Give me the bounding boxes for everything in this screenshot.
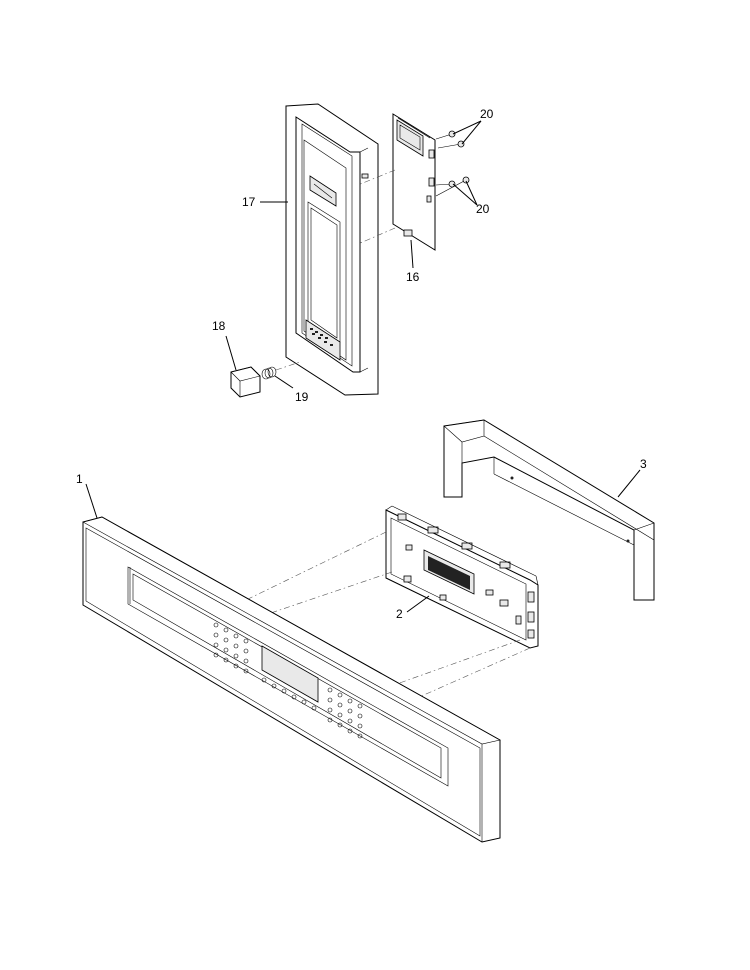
part-3-trim-bracket	[443, 419, 655, 601]
part-17-door-panel	[285, 103, 379, 396]
callout-18: 18	[212, 319, 226, 333]
callout-3: 3	[640, 457, 647, 471]
callout-19: 19	[295, 390, 309, 404]
callout-1: 1	[76, 472, 83, 486]
part-20-screws	[435, 130, 470, 197]
callout-17: 17	[242, 195, 256, 209]
callout-16: 16	[406, 270, 420, 284]
part-1-control-panel	[82, 516, 501, 843]
callout-2: 2	[396, 607, 403, 621]
callout-labels: 17 16 18 19 20 20 1 2 3	[76, 107, 647, 621]
callout-20-lower: 20	[476, 202, 490, 216]
assembly-lines	[245, 531, 531, 703]
part-19-spring	[261, 361, 301, 380]
callout-20-upper: 20	[480, 107, 494, 121]
leader-lines	[85, 120, 641, 613]
part-16-control-board	[357, 113, 436, 251]
part-18-button-cap	[230, 366, 261, 398]
part-2-control-module	[385, 505, 539, 649]
